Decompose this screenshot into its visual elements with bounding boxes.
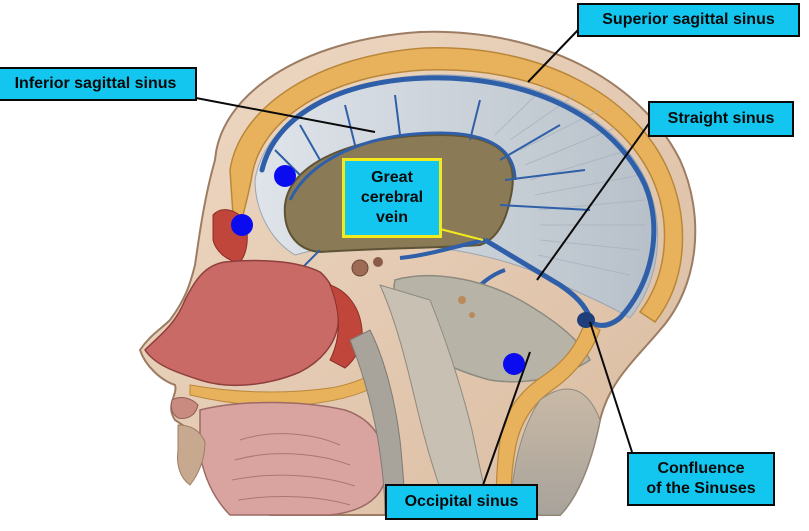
marker-dot-1 — [274, 165, 296, 187]
tectum — [458, 296, 466, 304]
label-text: vein — [375, 209, 408, 226]
label-text: cerebral — [360, 189, 424, 206]
lips — [170, 397, 199, 419]
cortical-veins — [274, 94, 591, 271]
tongue-striations — [231, 433, 356, 506]
superior-sagittal-sinus-vessel — [259, 75, 657, 328]
posterior-neck-muscle — [509, 388, 601, 516]
label-confluence-of-sinuses: Confluence of the Sinuses — [627, 452, 775, 506]
label-text: Inferior sagittal sinus — [14, 75, 177, 92]
label-text: of the Sinuses — [646, 480, 756, 497]
marker-dot-3 — [503, 353, 525, 375]
label-great-cerebral-vein: Great cerebral vein — [342, 158, 442, 238]
label-straight-sinus: Straight sinus — [648, 101, 794, 137]
leader-lines — [195, 29, 651, 489]
marker-dot-2 — [231, 214, 253, 236]
label-text: Superior sagittal sinus — [602, 11, 775, 28]
tongue — [199, 401, 387, 516]
label-text: Straight sinus — [667, 110, 775, 127]
great-cerebral-vein-leader — [435, 227, 484, 241]
straight-sinus-vessel — [483, 237, 593, 319]
tectum-2 — [469, 312, 475, 318]
sella-structure — [373, 257, 383, 267]
label-text: Confluence — [657, 460, 745, 477]
nasal-cavity-mucosa — [144, 259, 340, 387]
label-inferior-sagittal-sinus: Inferior sagittal sinus — [0, 67, 197, 101]
label-text: Great — [371, 169, 413, 186]
chin — [177, 424, 206, 486]
great-cerebral-vein-vessel — [399, 238, 486, 260]
label-occipital-sinus: Occipital sinus — [385, 484, 538, 520]
inferior-sagittal-sinus-vessel — [288, 131, 517, 201]
label-superior-sagittal-sinus: Superior sagittal sinus — [577, 3, 800, 37]
label-text: Occipital sinus — [404, 493, 519, 510]
confluence-node — [577, 312, 595, 328]
pituitary — [351, 259, 369, 277]
skull-bone — [229, 47, 684, 324]
